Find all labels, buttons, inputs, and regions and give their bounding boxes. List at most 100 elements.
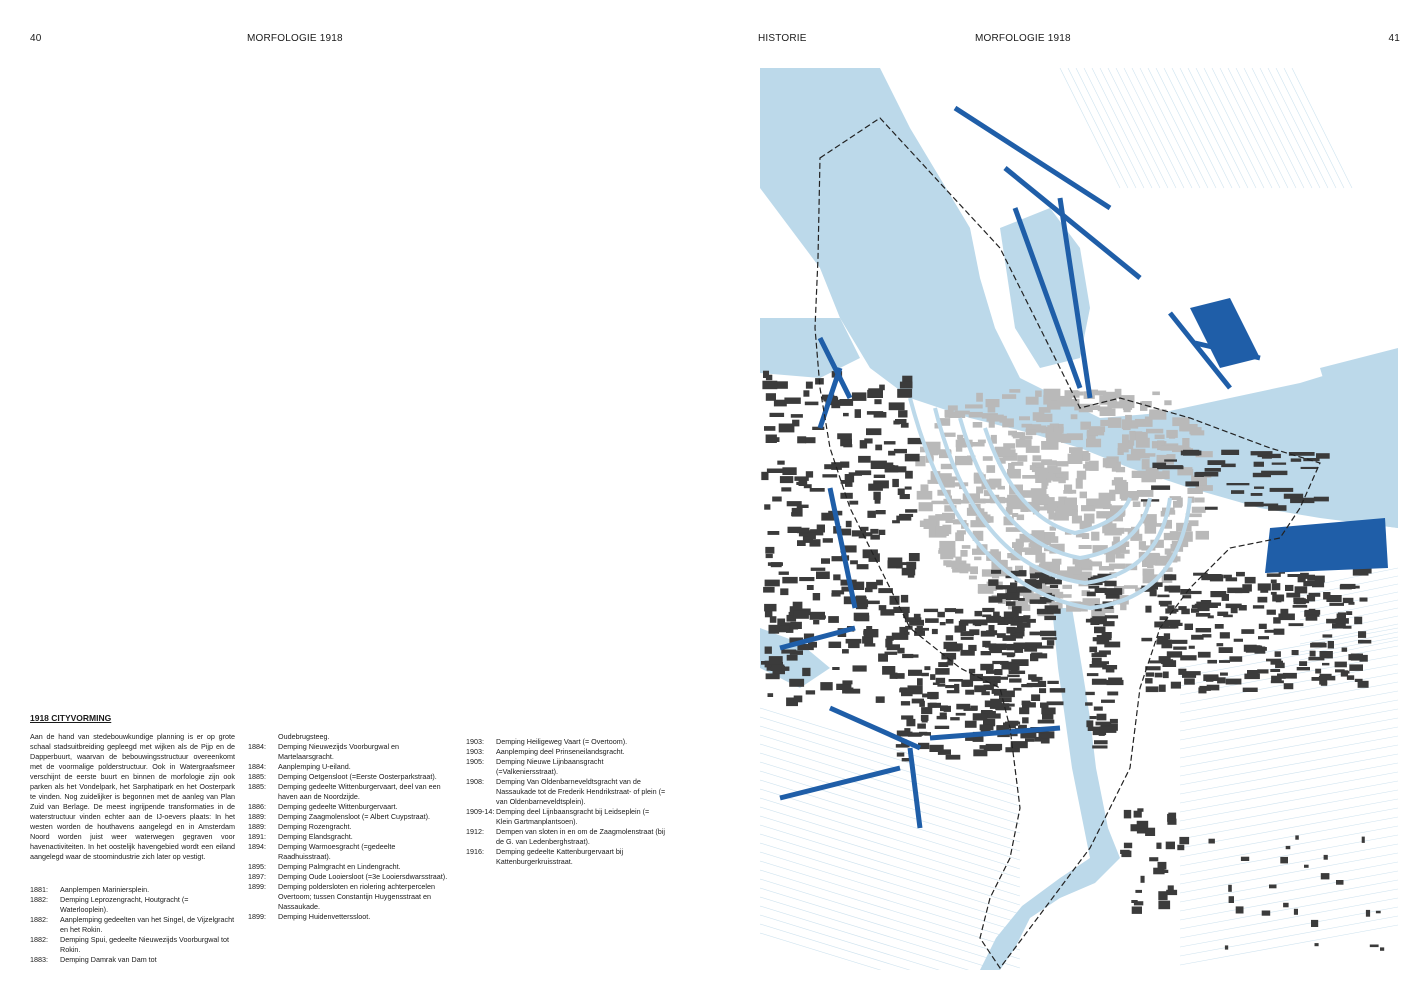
city-block (1019, 724, 1027, 730)
city-block (1164, 548, 1172, 555)
polder-line (760, 833, 1021, 915)
chronology-entry: 1916:Demping gedeelte Kattenburgervaart … (466, 847, 666, 867)
city-block (1335, 669, 1345, 673)
city-block (1238, 605, 1247, 611)
city-block (970, 705, 978, 711)
city-block (1129, 432, 1145, 439)
polder-line (1179, 888, 1398, 930)
chronology-year: 1908: (466, 777, 484, 786)
city-block (1329, 602, 1344, 606)
city-block (899, 731, 913, 737)
city-block (968, 411, 983, 418)
polder-line (760, 869, 1021, 951)
city-block (945, 685, 957, 689)
city-block (1199, 653, 1208, 658)
city-block (1046, 640, 1055, 646)
city-block (1086, 673, 1099, 677)
city-block (1157, 861, 1167, 870)
city-block (1375, 910, 1381, 914)
city-block (937, 749, 951, 755)
city-block (1097, 573, 1112, 577)
city-block (1309, 650, 1316, 657)
city-block (946, 661, 954, 666)
city-block (1049, 526, 1056, 531)
city-block (986, 465, 996, 473)
city-block (1231, 490, 1245, 494)
city-block (1002, 452, 1018, 461)
polder-line (1123, 68, 1185, 189)
city-block (1158, 891, 1168, 901)
city-block (831, 590, 845, 595)
city-block (986, 414, 1004, 422)
city-block (1047, 425, 1054, 432)
city-block (763, 586, 775, 593)
city-block (1268, 505, 1287, 511)
city-block (976, 392, 983, 402)
chronology-text: Aanplemping U-eiland. (278, 762, 351, 771)
city-block (1049, 467, 1062, 478)
polder-line (1179, 879, 1398, 921)
city-block (1081, 533, 1090, 539)
city-block (980, 651, 991, 656)
city-block (1291, 650, 1299, 656)
city-block (1275, 662, 1285, 669)
city-block (1010, 621, 1023, 626)
city-block (1079, 520, 1092, 530)
city-block (1049, 423, 1059, 432)
city-block (897, 388, 913, 398)
chronology-entry: 1883:Demping Damrak van Dam tot (30, 955, 235, 965)
city-block (1348, 601, 1355, 605)
city-block (797, 436, 807, 444)
city-block (1283, 902, 1289, 908)
city-block (1124, 528, 1137, 532)
city-block (1106, 679, 1124, 686)
city-block (1019, 533, 1035, 543)
city-block (1150, 539, 1164, 548)
city-block (924, 666, 931, 671)
city-block (1100, 603, 1109, 612)
city-block (1305, 615, 1318, 621)
city-block (837, 433, 852, 440)
city-block (1034, 467, 1051, 478)
city-block (1080, 421, 1091, 430)
city-block (875, 444, 883, 451)
ij-river-east (1320, 348, 1398, 528)
city-block (769, 412, 785, 417)
city-block (943, 641, 957, 650)
city-block (1036, 608, 1054, 615)
city-block (1041, 637, 1057, 640)
city-block (1140, 875, 1145, 883)
city-block (911, 698, 924, 704)
city-block (1040, 630, 1057, 637)
city-block (1044, 615, 1056, 621)
city-block (1209, 675, 1219, 679)
chronology-entry: 1882:Demping Spui, gedeelte Nieuwezijds … (30, 935, 235, 955)
city-block (1154, 672, 1163, 678)
city-block (1359, 654, 1368, 662)
city-block (1359, 597, 1368, 602)
polder-line (760, 797, 1021, 879)
city-block (777, 618, 786, 626)
city-block (937, 611, 945, 618)
city-block (1107, 401, 1124, 409)
chronology-entry: 1882:Aanplemping gedeelten van het Singe… (30, 915, 235, 935)
city-block (782, 467, 797, 475)
city-block (1145, 559, 1157, 566)
city-block (1156, 639, 1172, 645)
chronology-text: Dempen van sloten in en om de Zaagmolens… (496, 827, 665, 846)
city-block (793, 695, 803, 703)
chronology-year: 1883: (30, 955, 48, 964)
city-block (945, 635, 954, 641)
city-block (892, 520, 900, 524)
city-block (1207, 574, 1222, 580)
chronology-text: Aanplemping gedeelten van het Singel, de… (60, 915, 235, 934)
city-block (1280, 856, 1288, 864)
city-block (1164, 400, 1172, 406)
city-block (1164, 465, 1183, 468)
city-block (1147, 523, 1165, 527)
city-block (812, 593, 821, 601)
right-page-number: 41 (1388, 33, 1400, 44)
city-block (917, 723, 926, 729)
city-block (855, 601, 868, 610)
city-block (1037, 425, 1047, 432)
